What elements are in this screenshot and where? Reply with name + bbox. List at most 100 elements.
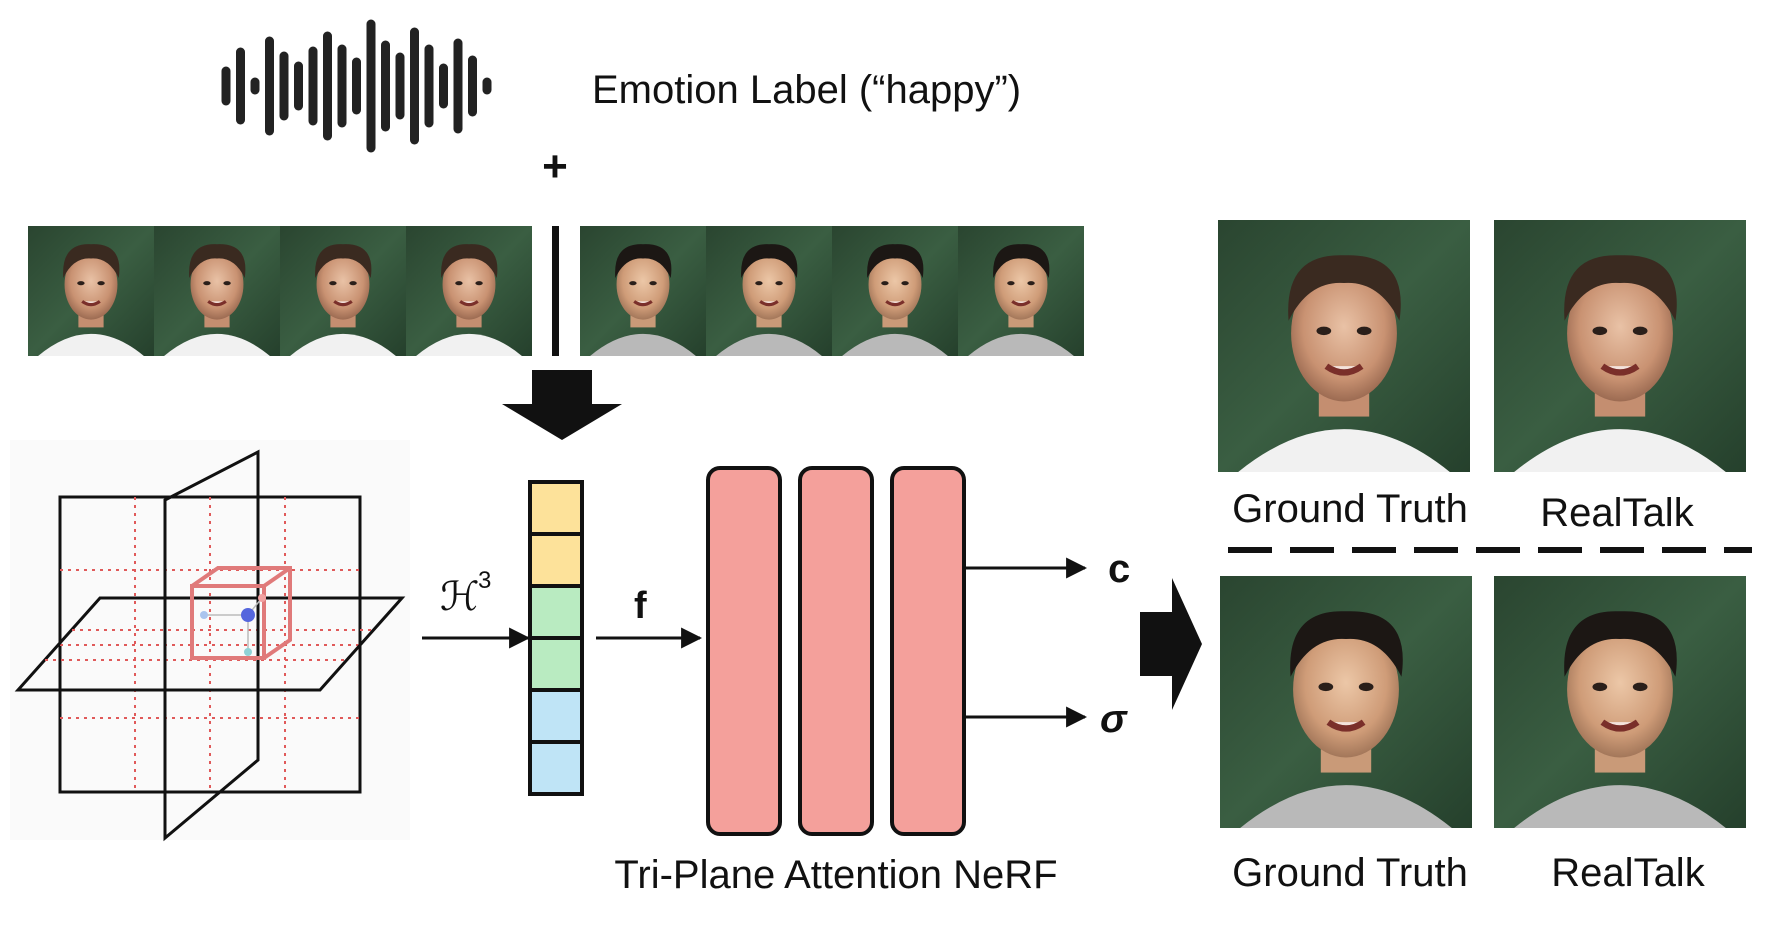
- down-arrow-icon: [502, 370, 622, 440]
- mlp-layer-1: [706, 466, 782, 836]
- mouth: [633, 300, 653, 307]
- right-arrow-icon: [1140, 578, 1202, 710]
- shirt: [1238, 429, 1450, 472]
- emotion-label: Emotion Label (“happy”): [592, 68, 1021, 112]
- mouth: [459, 300, 479, 307]
- eye-left: [629, 281, 637, 286]
- feature-cell-6: [528, 740, 584, 796]
- hair: [1564, 255, 1677, 321]
- hair: [189, 244, 246, 278]
- eye-right: [223, 281, 231, 286]
- shirt: [164, 333, 270, 356]
- eye-right: [649, 281, 657, 286]
- result-label-top-left: Ground Truth: [1232, 487, 1468, 531]
- hash-exponent: 3: [478, 567, 491, 594]
- eye-left: [329, 281, 337, 286]
- hash-symbol: ℋ: [440, 575, 480, 619]
- shirt: [290, 333, 396, 356]
- hair: [993, 244, 1050, 278]
- projection-point-b: [200, 611, 208, 619]
- hoodie: [842, 333, 948, 356]
- projection-point-c: [244, 648, 252, 656]
- mouth: [885, 300, 905, 307]
- video-frame: [28, 226, 154, 356]
- mlp-layer-2: [798, 466, 874, 836]
- waveform-icon: [221, 19, 492, 153]
- video-frame: [832, 226, 958, 356]
- feature-vector: [528, 480, 584, 796]
- mouth: [1326, 719, 1366, 732]
- feature-cell-4: [528, 636, 584, 692]
- video-frame: [580, 226, 706, 356]
- plane-xy-grid: [60, 497, 360, 792]
- photo-realtalk-subject-b: [1494, 576, 1746, 828]
- eye-right: [349, 281, 357, 286]
- feature-cell-3: [528, 584, 584, 640]
- hair: [615, 244, 672, 278]
- mouth: [1324, 363, 1364, 376]
- strip-separator: [552, 226, 559, 356]
- hoodie: [1240, 785, 1452, 828]
- photo-ground-truth-subject-b: [1220, 576, 1472, 828]
- face: [1567, 621, 1673, 758]
- plane-xz-grid: [45, 629, 374, 661]
- shirt: [416, 333, 522, 356]
- mouth: [759, 300, 779, 307]
- mouth: [1600, 719, 1640, 732]
- nerf-title: Tri-Plane Attention NeRF: [614, 853, 1057, 897]
- feature-cell-2: [528, 532, 584, 588]
- projection-point-a: [258, 594, 266, 602]
- result-label-top-right: RealTalk: [1540, 491, 1694, 535]
- triplane-illustration: [10, 440, 410, 842]
- video-frame: [706, 226, 832, 356]
- eye-right: [1632, 682, 1648, 692]
- sample-point: [241, 608, 255, 622]
- mlp-layer-3: [890, 466, 966, 836]
- eye-left: [1007, 281, 1015, 286]
- face: [1567, 265, 1673, 402]
- face: [64, 249, 118, 320]
- eye-left: [1316, 326, 1332, 336]
- plane-xz: [14, 596, 406, 692]
- hair: [741, 244, 798, 278]
- face: [868, 249, 922, 320]
- eye-right: [1027, 281, 1035, 286]
- photo-realtalk-subject-a: [1494, 220, 1746, 472]
- eye-right: [1356, 326, 1372, 336]
- results-grid: [1218, 220, 1746, 828]
- output-density: σ: [1100, 697, 1128, 741]
- mouth: [81, 300, 101, 307]
- mouth: [333, 300, 353, 307]
- eye-left: [1592, 682, 1608, 692]
- face: [442, 249, 496, 320]
- result-label-bottom-left: Ground Truth: [1232, 851, 1468, 895]
- result-label-bottom-right: RealTalk: [1551, 851, 1705, 895]
- video-frame: [406, 226, 532, 356]
- eye-left: [203, 281, 211, 286]
- eye-right: [901, 281, 909, 286]
- hair: [1290, 611, 1403, 677]
- hoodie: [1514, 785, 1726, 828]
- face: [616, 249, 670, 320]
- eye-right: [1632, 326, 1648, 336]
- face: [1291, 265, 1397, 402]
- plus-sign: +: [542, 142, 568, 191]
- hair: [315, 244, 372, 278]
- frame-strip-subject-a: [28, 226, 532, 356]
- feature-label: f: [634, 585, 647, 627]
- face: [190, 249, 244, 320]
- eye-right: [775, 281, 783, 286]
- hair: [867, 244, 924, 278]
- eye-left: [881, 281, 889, 286]
- hair: [1564, 611, 1677, 677]
- photo-ground-truth-subject-a: [1218, 220, 1470, 472]
- hoodie: [590, 333, 696, 356]
- shirt: [38, 333, 144, 356]
- mouth: [207, 300, 227, 307]
- face: [742, 249, 796, 320]
- hoodie: [716, 333, 822, 356]
- face: [316, 249, 370, 320]
- eye-left: [77, 281, 85, 286]
- hair: [63, 244, 120, 278]
